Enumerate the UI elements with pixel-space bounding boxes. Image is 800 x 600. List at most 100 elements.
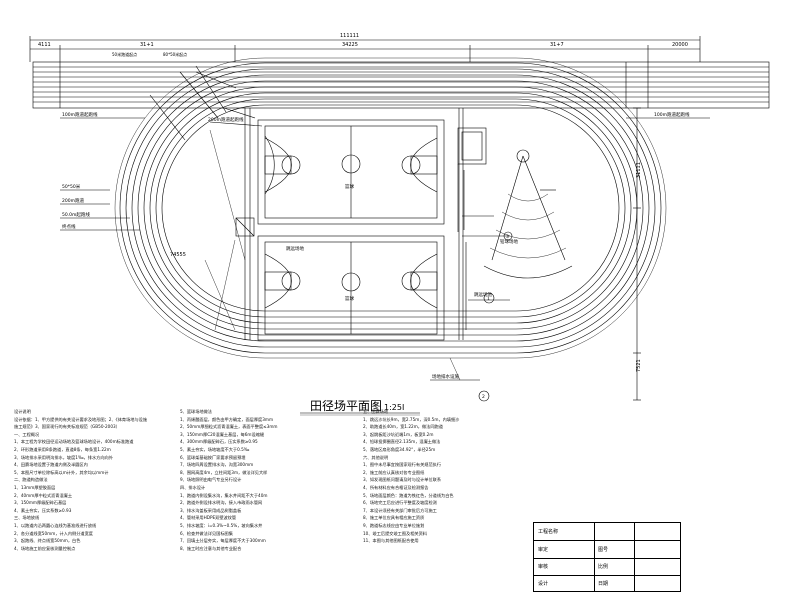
note-line: 4、管材采用HDPE双壁波纹管 — [180, 515, 237, 521]
dim-overall: 111111 — [340, 33, 359, 39]
note-line: 2、50mm厚细粒式沥青混凝土，表面平整度≤3mm — [180, 424, 278, 430]
note-line: 2、环形跑道采用8条跑道，直道8条，每条宽1.22m — [14, 446, 111, 452]
label-court-center-1: 篮球 — [345, 183, 354, 190]
note-line: 1、跳远沙坑长9m，宽2.75m，深0.5m，内填细沙 — [363, 416, 460, 422]
note-line: 1、跑道内侧设集水沟，集水井间距不大于40m — [180, 492, 268, 498]
note-line: 5、篮球场地做法 — [180, 409, 212, 414]
notes-column-3: 五、田赛场地 1、跳远沙坑长9m，宽2.75m，深0.5m，内填细沙 2、助跑道… — [363, 408, 533, 545]
note-line: 2、施工前应认真核对各专业图纸 — [363, 469, 425, 475]
note-line: 6、篮球架基础按厂家要求预留预埋 — [180, 454, 246, 460]
note-line: 7、本设计须经有关部门审批后方可施工 — [363, 507, 437, 513]
note-line: 3、如发现图纸问题请及时与设计单位联系 — [363, 477, 442, 483]
note-line: 7、场地四周设置排水沟，沟宽300mm — [180, 462, 254, 468]
label-long-jump-2: 跳远场地 — [474, 291, 492, 298]
note-line: 一、工程概况 — [14, 431, 40, 437]
label-50m-start: 50.0m起跑线 — [62, 211, 90, 218]
dim-mid-width: 74555 — [170, 252, 186, 258]
title-block-cell: 比例 — [598, 564, 609, 570]
note-line: 1、丙烯酸面层，颜色由甲方确定，面层厚度3mm — [180, 416, 274, 422]
note-line: 4、铅球投掷圈直径2.135m，混凝土做法 — [363, 439, 441, 445]
callout-circle-2 — [478, 390, 490, 402]
note-line: 4、素土夯实，压实系数≥0.93 — [14, 507, 72, 513]
label-finish-line: 终点线 — [62, 223, 76, 230]
note-line: 5、排水坡度：i=0.3%~0.5%，坡向集水井 — [180, 522, 263, 528]
dim-right2: 7521 — [636, 359, 642, 372]
note-line: 三、场地放线 — [14, 515, 40, 521]
title-block-cell: 审定 — [538, 547, 549, 553]
notes-column-1: 设计说明 设计依据：1、甲方提供的有关设计要求及地形图；2、《体育场地与设施 施… — [14, 408, 164, 552]
note-line: 设计依据：1、甲方提供的有关设计要求及地形图；2、《体育场地与设施 — [14, 416, 148, 422]
note-line: 8、施工单位应具有相应施工资质 — [363, 515, 425, 521]
dim-seg5: 20000 — [672, 42, 688, 48]
note-line: 五、田赛场地 — [363, 409, 389, 414]
note-line: 5、落地区扇形角度34.92°，半径25m — [363, 446, 436, 452]
note-line: 1、13mm厚塑胶面层 — [14, 484, 56, 490]
label-50x50: 50*50米 — [62, 183, 81, 190]
note-line: 5、本图尺寸单位除标高以m计外，其余均以mm计 — [14, 469, 109, 475]
note-line: 3、起跑线、终点线宽50mm，白色 — [14, 538, 81, 544]
title-block-cell: 设计 — [538, 581, 549, 587]
note-line: 6、场地完工后应进行平整度及坡度检测 — [363, 500, 437, 506]
note-line: 设计说明 — [14, 409, 31, 414]
oval-track — [119, 62, 662, 354]
note-line: 6、检查井做法详见国标图集 — [180, 530, 233, 536]
label-50m-start: 50米跑道起点 — [112, 51, 137, 57]
dim-seg2: 31+1 — [140, 42, 154, 48]
note-line: 4、场地施工前应复核测量控制点 — [14, 545, 76, 551]
note-line: 8、施工时应注意与其他专业配合 — [180, 545, 242, 551]
note-line: 4、300mm厚级配碎石，压实系数≥0.95 — [180, 439, 258, 445]
long-jump-box-1 — [457, 127, 487, 165]
note-line: 1、以跑道内沿两圆心连线为基准线进行放线 — [14, 522, 97, 528]
note-line: 4、所有材料应有合格证及检测报告 — [363, 484, 429, 490]
note-line: 二、跑道构造做法 — [14, 477, 48, 483]
title-block-cell: 图号 — [598, 547, 609, 553]
label-200m-start: 200m跑道起跑线 — [208, 116, 244, 123]
note-line: 施工规范》3、国家现行的有关标准规范（GB50-2003） — [14, 424, 120, 430]
label-200m: 200m跑道 — [62, 197, 84, 204]
note-line: 7、回填土分层夯实，每层厚度不大于300mm — [180, 538, 266, 544]
drawing-title: 田径场平面图 — [310, 399, 382, 413]
title-block-cell: 审核 — [538, 564, 549, 570]
note-line: 3、150mm厚C20混凝土基层，每6m设缩缝 — [180, 431, 265, 437]
note-line: 2、各分道线宽50mm，计入内侧分道宽度 — [14, 530, 93, 536]
note-line: 10、竣工后提交竣工图及相关资料 — [363, 530, 427, 536]
callout-2-num: 2 — [482, 394, 485, 400]
label-court-center-2: 篮球 — [345, 295, 354, 302]
drawing-scale: 1:25I — [384, 403, 404, 412]
label-drainage: 场地排水设施 — [432, 373, 459, 380]
label-long-jump-1: 跳远场地 — [286, 245, 304, 252]
callout-circle-3 — [503, 231, 513, 241]
dim-seg3: 34225 — [342, 42, 358, 48]
note-line: 11、本图与其他图纸配合使用 — [363, 538, 419, 544]
title-block: 工程名称 审定 图号 审核 比例 设计 日期 — [533, 522, 681, 592]
note-line: 1、图中未尽事宜按国家现行有关规范执行 — [363, 462, 442, 468]
basketball-court-1 — [257, 119, 445, 225]
note-line: 3、150mm厚级配碎石基层 — [14, 500, 67, 506]
title-block-cell: 工程名称 — [538, 529, 559, 535]
dim-right: 31111 — [636, 162, 642, 178]
note-line: 3、起跳板距沙坑近端1m，板宽0.2m — [363, 431, 434, 437]
note-line: 3、场地排水采用明沟排水，坡度1‰，排水方向向外 — [14, 454, 113, 460]
callout-3-num: 3 — [506, 234, 509, 240]
note-line: 5、素土夯实，场地坡度不大于0.5‰ — [180, 446, 250, 452]
callout-circle-1 — [483, 292, 495, 304]
note-line: 4、田赛场地设置于跑道内侧及半圆区内 — [14, 462, 88, 468]
note-line: 9、跑道标志线应由专业单位施划 — [363, 522, 425, 528]
label-100m-start-right: 100m跑道起跑线 — [654, 111, 690, 118]
dim-seg4: 31+7 — [550, 42, 564, 48]
label-shot-put: 铅球场地 — [500, 238, 518, 245]
notes-column-2: 5、篮球场地做法 1、丙烯酸面层，颜色由甲方确定，面层厚度3mm 2、50mm厚… — [180, 408, 350, 552]
note-line: 5、场地面层颜色：跑道为铁红色，分道线为白色 — [363, 492, 454, 498]
note-line: 3、排水沟盖板采用成品树脂盖板 — [180, 507, 242, 513]
label-100m-start-left: 100m跑道起跑线 — [62, 111, 98, 118]
label-80x50-start: 80*50米起点 — [163, 51, 187, 57]
dim-seg1: 4111 — [38, 42, 51, 48]
note-line: 六、其他说明 — [363, 454, 389, 460]
note-line: 8、围网高度4m，立柱间距3m，做法详见大样 — [180, 469, 268, 475]
note-line: 2、助跑道长40m，宽1.22m，做法同跑道 — [363, 424, 443, 430]
note-line: 2、跑道外侧设排水明沟，接入市政雨水管网 — [180, 500, 263, 506]
callout-1-num: 1 — [487, 296, 490, 302]
shot-put-sector — [483, 149, 573, 279]
sprint-straight — [32, 61, 770, 109]
